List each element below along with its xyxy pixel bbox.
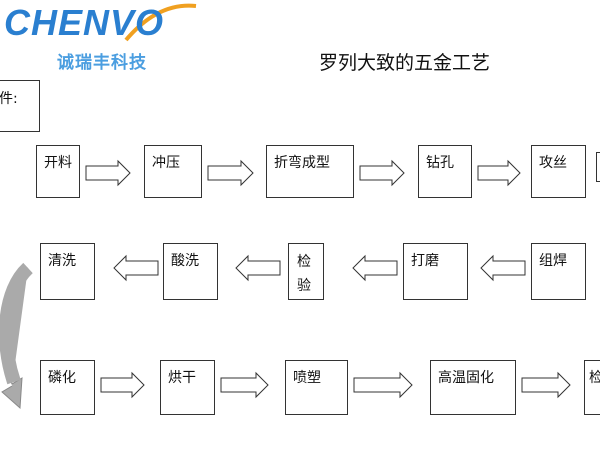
step-box: 组焊 xyxy=(531,243,586,300)
step-label: 折弯成型 xyxy=(274,155,330,171)
arrow-left-icon xyxy=(235,254,281,282)
logo-swoosh-icon xyxy=(124,3,197,42)
step-label: 检 xyxy=(589,370,600,386)
arrow-right-icon xyxy=(85,159,131,187)
step-box: 清洗 xyxy=(40,243,95,300)
step-box-partial: 检 xyxy=(584,360,600,415)
logo-wordmark: CHENVO xyxy=(4,2,165,43)
arrow-right-icon xyxy=(100,371,145,399)
step-label: 清洗 xyxy=(48,253,76,269)
arrow-left-icon xyxy=(113,254,159,282)
page-title: 罗列大致的五金工艺 xyxy=(319,52,491,74)
step-box: 打磨 xyxy=(403,243,468,300)
company-logo: CHENVO 诚瑞丰科技 xyxy=(0,0,200,80)
step-box: 检验 xyxy=(288,243,324,300)
arrow-right-icon xyxy=(220,371,269,399)
step-label: 钻孔 xyxy=(426,155,454,171)
step-label: 检验 xyxy=(297,254,311,294)
step-label: 开料 xyxy=(44,155,72,171)
step-label: 酸洗 xyxy=(171,253,199,269)
step-box: 折弯成型 xyxy=(266,145,354,198)
step-label: 冲压 xyxy=(152,155,180,171)
arrow-right-icon xyxy=(353,371,413,399)
step-label: 喷塑 xyxy=(293,370,321,386)
note-label: 件: xyxy=(0,91,18,107)
step-box: 钻孔 xyxy=(418,145,472,198)
curved-arrow-icon xyxy=(0,262,34,410)
note-box: 件: xyxy=(0,80,40,132)
step-label: 打磨 xyxy=(411,253,439,269)
step-label: 烘干 xyxy=(168,370,196,386)
step-label: 高温固化 xyxy=(438,370,494,386)
arrow-right-icon xyxy=(521,371,571,399)
arrow-right-icon xyxy=(359,159,405,187)
arrow-left-icon xyxy=(480,254,526,282)
step-box: 磷化 xyxy=(40,360,95,415)
step-box: 攻丝 xyxy=(531,145,586,198)
step-box-partial xyxy=(596,152,600,182)
step-box: 高温固化 xyxy=(430,360,516,415)
arrow-right-icon xyxy=(477,159,521,187)
arrow-right-icon xyxy=(207,159,254,187)
step-box: 酸洗 xyxy=(163,243,218,300)
step-label: 磷化 xyxy=(48,370,76,386)
step-box: 烘干 xyxy=(160,360,215,415)
step-label: 攻丝 xyxy=(539,155,567,171)
step-box: 喷塑 xyxy=(285,360,348,415)
logo-subtitle: 诚瑞丰科技 xyxy=(57,53,147,73)
arrow-left-icon xyxy=(352,254,398,282)
step-label: 组焊 xyxy=(539,253,567,269)
step-box: 冲压 xyxy=(144,145,202,198)
step-box: 开料 xyxy=(36,145,80,198)
